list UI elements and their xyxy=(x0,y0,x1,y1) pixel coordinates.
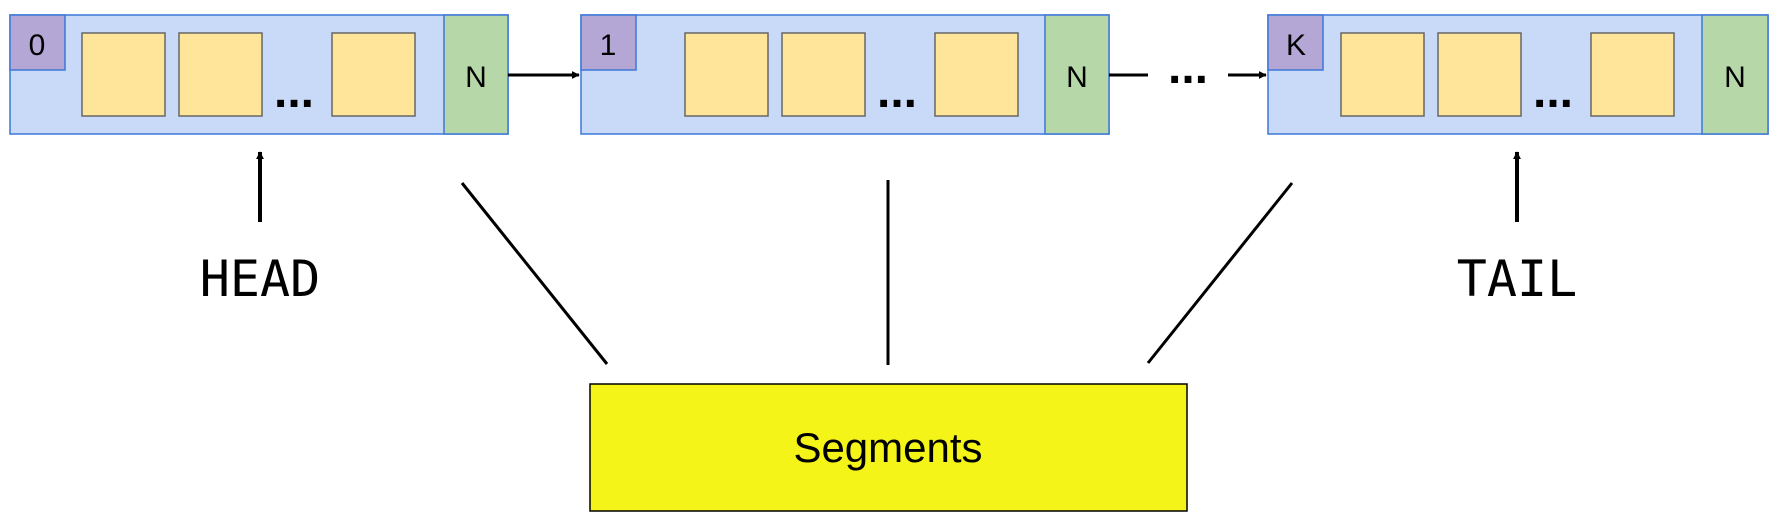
segment-0-index-box xyxy=(9,14,66,71)
segment-k: K ... N xyxy=(1267,14,1769,135)
segment-k-slot-ellipsis: ... xyxy=(1533,65,1573,118)
segment-0-next-label: N xyxy=(465,61,487,94)
segment-k-slot-2 xyxy=(1437,32,1522,117)
segment-1-next-pointer xyxy=(1044,14,1110,135)
segments-label: Segments xyxy=(793,424,982,471)
head-label: HEAD xyxy=(200,250,320,308)
segments-box xyxy=(589,383,1188,512)
segment-1-next-label: N xyxy=(1066,61,1088,94)
tail-pointer: TAIL xyxy=(1457,151,1577,308)
segment-0-slot-1 xyxy=(81,32,166,117)
tail-label: TAIL xyxy=(1457,250,1577,308)
segment-k-next-label: N xyxy=(1724,61,1746,94)
segment-k-index-label: K xyxy=(1286,29,1306,62)
connector-line-right xyxy=(1146,182,1294,364)
head-pointer: HEAD xyxy=(200,151,320,308)
segment-0-slot-ellipsis: ... xyxy=(274,65,314,118)
segment-0-next-pointer xyxy=(443,14,509,135)
connector-line-left xyxy=(460,182,609,365)
segment-k-slot-n xyxy=(1590,32,1675,117)
segment-1-slot-1 xyxy=(684,32,769,117)
segment-1-index-label: 1 xyxy=(600,29,617,62)
segment-k-next-pointer xyxy=(1701,14,1769,135)
segment-0-slot-n xyxy=(331,32,416,117)
segment-1-slot-ellipsis: ... xyxy=(877,65,917,118)
segment-1-slot-2 xyxy=(781,32,866,117)
segment-1-slot-n xyxy=(934,32,1019,117)
segment-1-index-box xyxy=(580,14,637,71)
segments-group-box: Segments xyxy=(589,383,1188,512)
segment-1: 1 ... N xyxy=(580,14,1110,135)
segment-0: 0 ... N xyxy=(9,14,509,135)
between-segments-ellipsis: ... xyxy=(1168,41,1208,94)
segment-0-index-label: 0 xyxy=(29,29,46,62)
segment-0-slot-2 xyxy=(178,32,263,117)
segment-k-slot-1 xyxy=(1340,32,1425,117)
segment-k-index-box xyxy=(1267,14,1324,71)
